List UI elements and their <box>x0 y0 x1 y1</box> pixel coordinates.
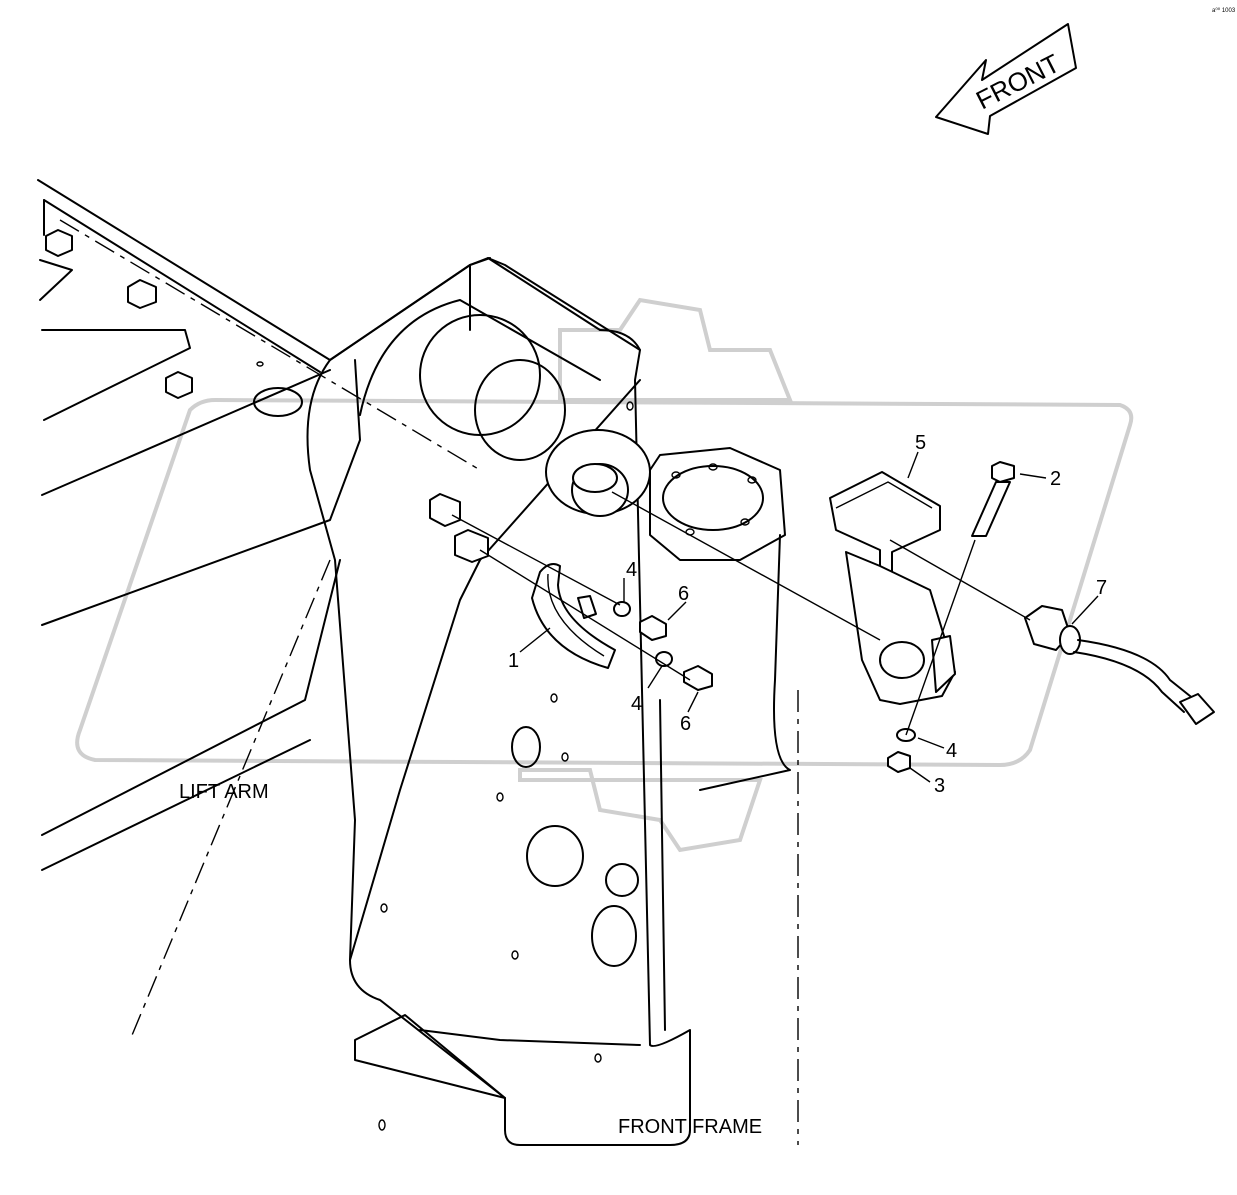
lift-arm <box>37 179 491 1041</box>
callout-4-upper: 4 <box>626 559 637 581</box>
hardware <box>613 601 916 773</box>
callout-2: 2 <box>1050 468 1061 490</box>
bolt-6b <box>683 665 713 691</box>
callout-4-right: 4 <box>946 740 957 762</box>
callout-4-lower: 4 <box>631 693 642 715</box>
callouts: 1 2 3 4 4 4 5 6 6 7 <box>508 432 1107 797</box>
callout-1: 1 <box>508 650 519 672</box>
part-2-bolt <box>971 461 1015 537</box>
callout-7: 7 <box>1096 577 1107 599</box>
part-7-sensor <box>1024 605 1215 725</box>
front-frame-label: FRONT FRAME <box>618 1116 762 1138</box>
nut-3 <box>887 751 911 773</box>
lift-arm-label: LIFT ARM <box>179 781 269 803</box>
front-label: FRONT <box>971 48 1065 115</box>
washer-4a <box>613 601 631 617</box>
front-direction-arrow: FRONT <box>935 23 1077 135</box>
corner-code: a⁰⁰ 1003 <box>1212 7 1236 14</box>
front-frame-tower <box>306 257 791 1146</box>
callout-5: 5 <box>915 432 926 454</box>
callout-6-lower: 6 <box>680 713 691 735</box>
callout-6-upper: 6 <box>678 583 689 605</box>
bolt-6a <box>639 615 667 641</box>
part-5-bracket <box>829 471 956 705</box>
part-1-cam <box>531 563 616 669</box>
callout-3: 3 <box>934 775 945 797</box>
assembly-lines <box>451 491 1031 736</box>
watermark <box>75 297 1134 853</box>
